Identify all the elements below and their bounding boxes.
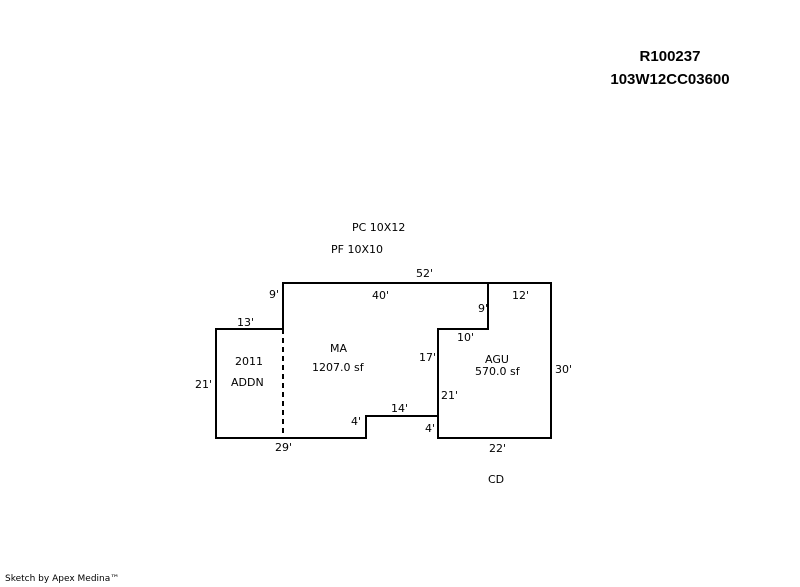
dim-ma-left-step: 9' <box>269 288 279 301</box>
agu-area: 570.0 sf <box>475 365 521 378</box>
note-cd: CD <box>488 473 504 486</box>
dim-agu-right: 30' <box>555 363 572 376</box>
note-pf: PF 10X10 <box>331 243 383 256</box>
dim-ma-top: 40' <box>372 289 389 302</box>
dim-notch-step-right: 4' <box>425 422 435 435</box>
dim-agu-inner-vertical: 17' <box>419 351 436 364</box>
parcel-id: R100237 <box>639 48 701 65</box>
ma-name: MA <box>330 342 347 355</box>
dim-notch-width: 14' <box>391 402 408 415</box>
dim-agu-inner-width: 10' <box>457 331 474 344</box>
building-outline <box>215 282 552 439</box>
dim-agu-inner-step: 9' <box>478 302 488 315</box>
agu-name: AGU <box>485 353 509 366</box>
agu-interior-wall <box>437 283 489 416</box>
ma-area: 1207.0 sf <box>312 361 365 374</box>
addn-name: ADDN <box>231 376 264 389</box>
dim-bottom-left: 29' <box>275 441 292 454</box>
dim-agu-top: 12' <box>512 289 529 302</box>
dim-agu-bottom: 22' <box>489 442 506 455</box>
dim-top-total: 52' <box>416 267 433 280</box>
dim-agu-lower-inner: 21' <box>441 389 458 402</box>
dim-addn-top: 13' <box>237 316 254 329</box>
addn-year: 2011 <box>235 355 263 368</box>
note-pc: PC 10X12 <box>352 221 405 234</box>
dim-notch-step: 4' <box>351 415 361 428</box>
sketch-credit: Sketch by Apex Medina™ <box>5 574 120 584</box>
dim-addn-side: 21' <box>195 378 212 391</box>
map-tax-lot: 103W12CC03600 <box>610 71 730 88</box>
